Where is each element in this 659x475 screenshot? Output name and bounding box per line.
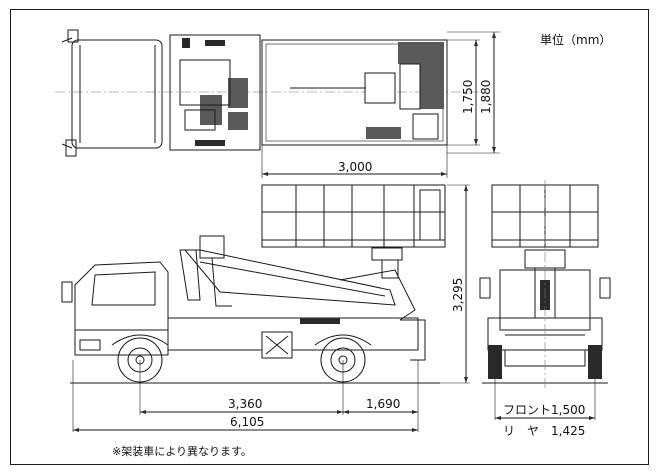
dim-front-tread: フロント1,500 <box>503 403 585 417</box>
unit-label: 単位（mm） <box>540 33 612 47</box>
drawing-frame <box>10 9 649 465</box>
dim-platform-width: 1,750 <box>461 80 475 114</box>
dim-wheelbase: 3,360 <box>228 397 262 411</box>
side-view <box>61 184 470 432</box>
dim-platform-length: 3,000 <box>338 160 372 174</box>
rear-view <box>479 180 611 420</box>
dim-overall-width: 1,880 <box>479 80 493 114</box>
footnote: ※架装車により異なります。 <box>112 445 252 458</box>
top-view <box>55 29 500 178</box>
dim-overall-length: 6,105 <box>230 415 264 429</box>
dim-rear-overhang: 1,690 <box>366 397 400 411</box>
dim-rear-tread: リ ヤ 1,425 <box>503 424 585 438</box>
dim-overall-height: 3,295 <box>451 278 465 312</box>
